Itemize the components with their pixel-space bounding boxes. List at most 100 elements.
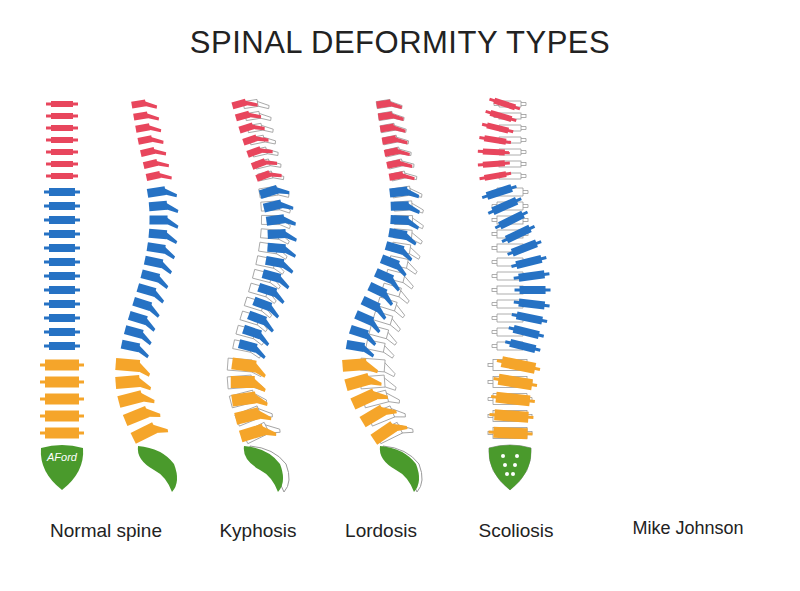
vertebral-body [124,325,144,338]
vertebral-body [516,312,543,325]
vertebral-body [354,310,374,325]
vertebral-body [262,269,282,282]
vertebra [234,405,272,429]
transverse-process [482,185,517,199]
vertebral-body [493,428,527,439]
vertebra [508,324,545,340]
vertebra [493,373,538,391]
vertebral-body [45,394,79,405]
vertebral-body [483,148,505,155]
ghost-spine [227,98,291,492]
vertebra [344,370,382,395]
vertebral-body [501,356,537,374]
vertebral-body [140,269,160,282]
vertebra [40,360,84,371]
vertebral-body [49,272,75,280]
vertebral-body [494,409,529,422]
vertebra [231,357,268,378]
vertebra [390,215,420,230]
vertebra [40,428,84,439]
vertebral-body [370,421,397,444]
vertebra [143,156,170,173]
vertebral-body [349,325,369,339]
vertebral-body [376,99,391,108]
transverse-process [479,136,511,144]
vertebral-body [367,282,387,298]
vertebral-body [49,188,75,196]
vertebra [44,216,80,224]
vertebral-body [518,299,545,310]
vertebral-body [486,184,513,200]
vertebral-body [518,270,545,281]
vertebral-body [389,171,404,180]
vertebral-body [490,110,513,122]
vertebral-body [121,340,140,352]
ghost-spine [360,98,424,492]
vertebral-body [133,111,148,120]
vertebra [266,213,297,230]
spine [231,96,297,492]
transverse-process [485,110,517,122]
vertebral-body [49,244,75,252]
vertebral-body [486,122,509,133]
sacrum [244,446,283,492]
vertebral-body [51,125,73,131]
sacral-foramen [501,454,505,458]
vertebral-body [505,225,532,243]
vertebral-body [140,147,155,157]
vertebral-body [45,377,79,388]
vertebral-body [390,215,409,225]
vertebra [490,391,535,407]
vertebral-body [388,228,407,240]
sacrum-shape [41,445,83,490]
transverse-process [507,240,542,256]
spine-label: Lordosis [345,520,417,543]
vertebra [485,109,517,124]
vertebral-body [251,158,267,170]
vertebral-body [265,256,284,268]
vertebra [382,133,409,148]
sacrum [489,445,531,490]
vertebral-body [359,405,386,428]
vertebra [376,98,402,112]
vertebral-body [131,99,146,108]
vertebral-body [484,135,507,144]
vertebra [148,229,178,244]
vertebra [380,121,407,136]
vertebra [263,197,294,216]
vertebral-body [115,358,140,372]
vertebral-body [252,297,272,312]
vertebral-body [51,137,73,143]
sacral-foramen [515,454,519,458]
vertebra [378,110,404,125]
vertebral-body [147,242,166,254]
vertebra [489,96,521,112]
vertebral-body [391,201,409,211]
spine-label: Scoliosis [479,520,554,543]
sacrum-shape [489,445,531,490]
vertebral-body [148,229,167,239]
transverse-process [482,123,514,134]
vertebra [146,169,173,185]
vertebral-body [147,186,166,198]
vertebra [243,98,269,113]
vertebral-body [149,201,168,211]
spine-label: Kyphosis [219,520,296,543]
vertebra [481,121,514,134]
vertebra [231,96,258,113]
vertebral-body [246,146,262,157]
vertebral-body [382,135,397,144]
vertebra [44,188,80,196]
vertebral-body [49,314,75,322]
vertebral-body [378,112,393,121]
vertebral-body [386,159,401,169]
vertebra [513,298,550,310]
vertebral-body [51,101,73,107]
vertebra [46,101,78,107]
spine [40,101,84,490]
vertebral-body [137,135,152,145]
vertebra [389,185,419,201]
vertebral-body [493,98,516,110]
vertebra [44,286,80,294]
